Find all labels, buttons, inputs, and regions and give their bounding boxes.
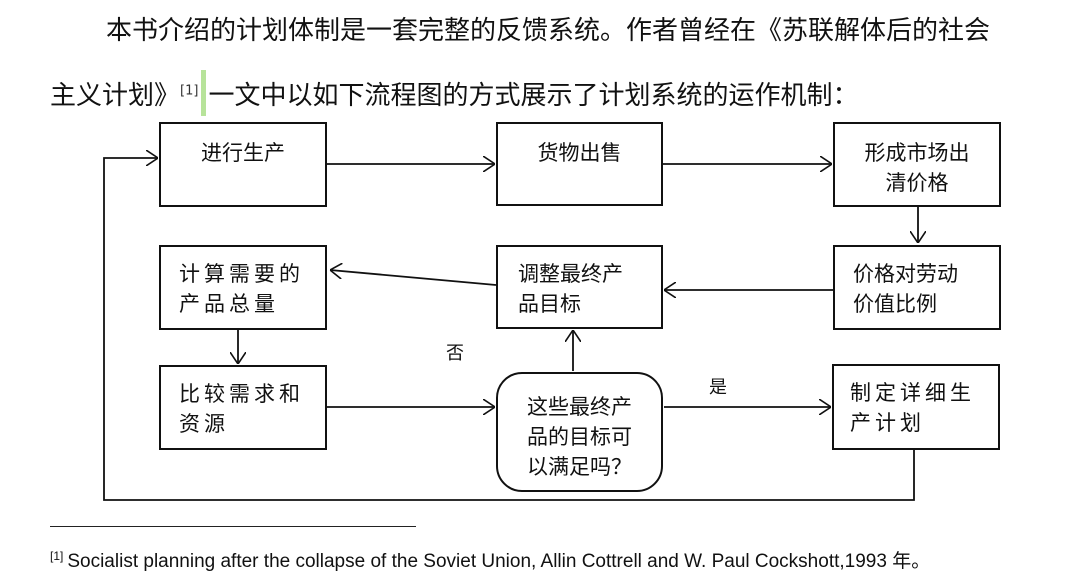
arrow-adjust-to-calculate — [330, 270, 497, 286]
box-sell: 货物出售 — [496, 122, 663, 206]
box-market-price: 形成市场出 清价格 — [833, 122, 1001, 207]
footnote-divider — [50, 526, 416, 527]
box-compare-needs: 比较需求和 资源 — [159, 365, 327, 450]
footnote-text: Socialist planning after the collapse of… — [67, 551, 931, 572]
box-calculate-total: 计算需要的 产品总量 — [159, 245, 327, 330]
box-adjust-targets: 调整最终产 品目标 — [496, 245, 663, 329]
feedback-loop-line — [103, 158, 915, 501]
paragraph-line-2: 主义计划》[1] 一文中以如下流程图的方式展示了计划系统的运作机制： — [50, 70, 1080, 116]
paragraph-line-2-start: 主义计划》 — [50, 81, 181, 111]
text-cursor — [201, 70, 207, 116]
footnote: [1]Socialist planning after the collapse… — [50, 546, 930, 573]
decision-box: 这些最终产 品的目标可 以满足吗？ — [496, 372, 663, 492]
box-price-labor-ratio: 价格对劳动 价值比例 — [833, 245, 1001, 330]
paragraph-line-2-end: 一文中以如下流程图的方式展示了计划系统的运作机制： — [208, 81, 859, 111]
footnote-ref-mark[interactable]: [1] — [180, 83, 199, 99]
box-detail-plan: 制定详细生 产计划 — [832, 364, 1000, 450]
footnote-mark: [1] — [50, 548, 64, 563]
box-produce: 进行生产 — [159, 122, 327, 207]
label-no: 否 — [446, 343, 464, 364]
paragraph-line-1: 本书介绍的计划体制是一套完整的反馈系统。作者曾经在《苏联解体后的社会 — [106, 16, 991, 46]
label-yes: 是 — [709, 377, 727, 398]
